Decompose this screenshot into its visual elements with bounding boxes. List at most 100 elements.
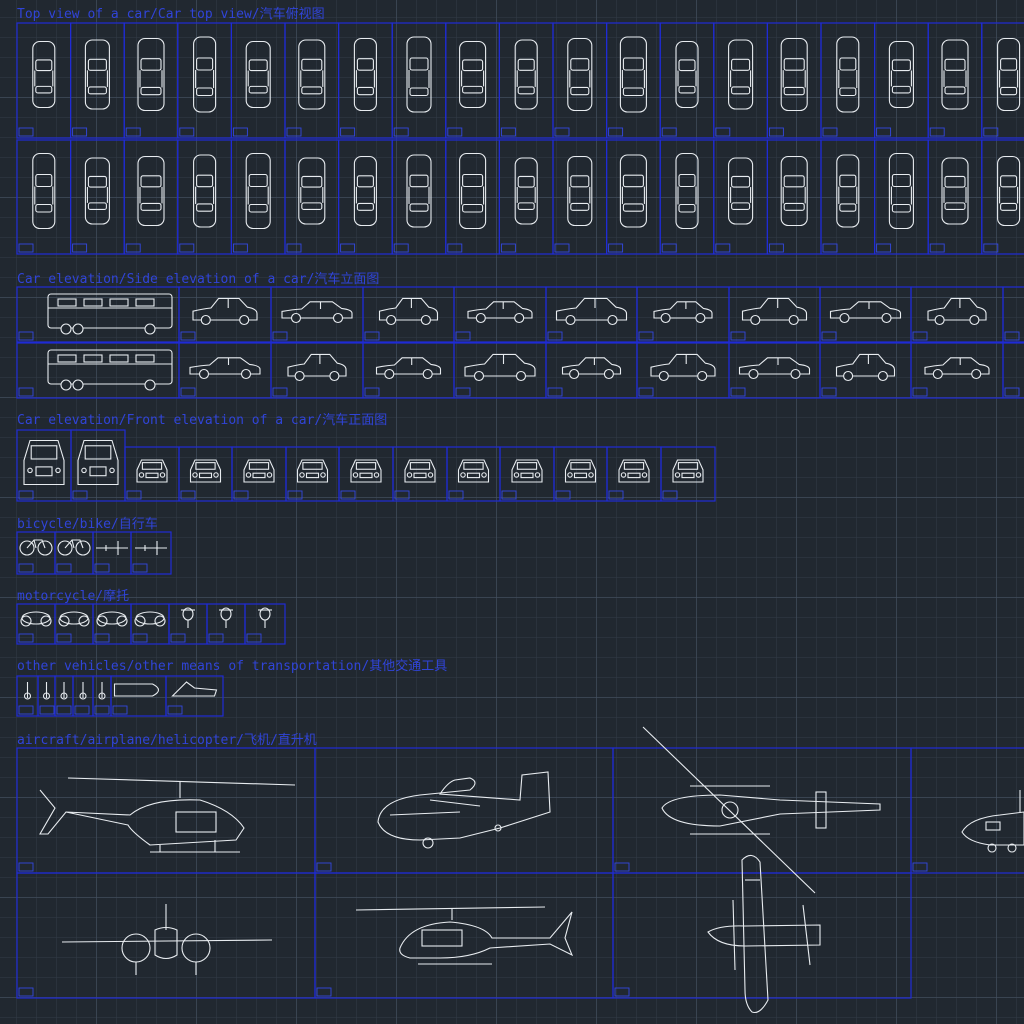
car-side-block[interactable]: [910, 286, 1004, 343]
car-top-block[interactable]: [927, 139, 983, 255]
motorcycle-block[interactable]: [54, 603, 94, 645]
car-side-block[interactable]: [1002, 286, 1024, 343]
car-side-block[interactable]: [362, 286, 455, 343]
other-vehicle-block[interactable]: [110, 675, 167, 717]
bicycle-block[interactable]: [92, 531, 132, 575]
car-top-block[interactable]: [123, 139, 179, 255]
helicopter-side-2-icon[interactable]: [355, 906, 574, 965]
car-side-block[interactable]: [545, 342, 638, 399]
car-top-block[interactable]: [713, 139, 768, 255]
car-front-block[interactable]: [16, 429, 72, 502]
car-top-block[interactable]: [338, 139, 393, 255]
car-top-block[interactable]: [16, 22, 72, 139]
motorcycle-block[interactable]: [16, 603, 56, 645]
car-top-block[interactable]: [391, 139, 447, 255]
other-vehicle-block[interactable]: [92, 675, 112, 717]
car-side-block[interactable]: [453, 286, 547, 343]
car-side-block[interactable]: [636, 286, 730, 343]
car-side-block[interactable]: [16, 342, 180, 399]
motorcycle-block[interactable]: [168, 603, 208, 645]
car-top-block[interactable]: [391, 22, 447, 139]
motorcycle-block[interactable]: [92, 603, 132, 645]
cargo-plane-side-icon[interactable]: [961, 790, 1024, 853]
car-side-block[interactable]: [362, 342, 455, 399]
other-vehicle-block[interactable]: [165, 675, 224, 717]
aircraft-block[interactable]: [16, 872, 316, 999]
car-top-block[interactable]: [766, 139, 822, 255]
car-side-block[interactable]: [270, 286, 364, 343]
other-vehicle-block[interactable]: [37, 675, 56, 717]
car-top-block[interactable]: [713, 22, 768, 139]
car-front-block[interactable]: [660, 446, 716, 502]
aircraft-block[interactable]: [16, 747, 316, 874]
car-top-block[interactable]: [981, 139, 1024, 255]
car-top-block[interactable]: [69, 139, 125, 255]
car-top-block[interactable]: [177, 22, 233, 139]
car-top-block[interactable]: [552, 139, 608, 255]
car-front-block[interactable]: [553, 446, 608, 502]
car-top-block[interactable]: [284, 139, 340, 255]
car-top-block[interactable]: [445, 22, 500, 139]
car-top-block[interactable]: [445, 139, 500, 255]
car-front-block[interactable]: [338, 446, 394, 502]
motorcycle-block[interactable]: [206, 603, 246, 645]
car-side-block[interactable]: [819, 342, 912, 399]
other-vehicle-block[interactable]: [54, 675, 74, 717]
car-top-block[interactable]: [873, 22, 929, 139]
aircraft-block[interactable]: [314, 872, 614, 999]
car-top-block[interactable]: [605, 139, 661, 255]
car-top-block[interactable]: [16, 139, 72, 255]
car-side-block[interactable]: [910, 342, 1004, 399]
aircraft-block[interactable]: [910, 747, 1024, 874]
helicopter-side-icon[interactable]: [39, 777, 296, 853]
car-top-block[interactable]: [230, 139, 286, 255]
car-front-block[interactable]: [231, 446, 287, 502]
car-top-block[interactable]: [498, 22, 554, 139]
car-top-block[interactable]: [552, 22, 608, 139]
car-top-block[interactable]: [766, 22, 822, 139]
transport-plane-top-icon[interactable]: [707, 854, 821, 1014]
car-side-block[interactable]: [178, 286, 272, 343]
car-top-block[interactable]: [927, 22, 983, 139]
car-side-block[interactable]: [636, 342, 730, 399]
car-top-block[interactable]: [498, 139, 554, 255]
car-top-block[interactable]: [659, 22, 715, 139]
car-front-block[interactable]: [499, 446, 555, 502]
car-top-block[interactable]: [605, 22, 661, 139]
car-top-block[interactable]: [873, 139, 929, 255]
car-top-block[interactable]: [123, 22, 179, 139]
car-top-block[interactable]: [69, 22, 125, 139]
car-side-block[interactable]: [728, 286, 821, 343]
car-front-block[interactable]: [285, 446, 340, 502]
car-front-block[interactable]: [392, 446, 448, 502]
bicycle-block[interactable]: [54, 531, 94, 575]
bicycle-block[interactable]: [130, 531, 172, 575]
car-top-block[interactable]: [177, 139, 233, 255]
car-top-block[interactable]: [284, 22, 340, 139]
car-side-block[interactable]: [1002, 342, 1024, 399]
car-side-block[interactable]: [545, 286, 638, 343]
car-side-block[interactable]: [16, 286, 180, 343]
aircraft-block[interactable]: [314, 747, 614, 874]
bicycle-block[interactable]: [16, 531, 56, 575]
car-top-block[interactable]: [338, 22, 393, 139]
car-front-block[interactable]: [124, 446, 180, 502]
car-side-block[interactable]: [453, 342, 547, 399]
car-front-block[interactable]: [606, 446, 662, 502]
car-side-block[interactable]: [178, 342, 272, 399]
car-side-block[interactable]: [819, 286, 912, 343]
other-vehicle-block[interactable]: [72, 675, 94, 717]
car-side-block[interactable]: [270, 342, 364, 399]
car-top-block[interactable]: [820, 139, 876, 255]
amphibian-plane-side-icon[interactable]: [377, 771, 551, 849]
motorcycle-block[interactable]: [244, 603, 286, 645]
car-top-block[interactable]: [659, 139, 715, 255]
car-front-block[interactable]: [178, 446, 233, 502]
other-vehicle-block[interactable]: [16, 675, 39, 717]
car-top-block[interactable]: [820, 22, 876, 139]
car-front-block[interactable]: [70, 429, 126, 502]
twin-engine-plane-front-icon[interactable]: [61, 904, 273, 975]
motorcycle-block[interactable]: [130, 603, 170, 645]
helicopter-top-icon[interactable]: [642, 726, 881, 894]
aircraft-block[interactable]: [612, 872, 912, 999]
